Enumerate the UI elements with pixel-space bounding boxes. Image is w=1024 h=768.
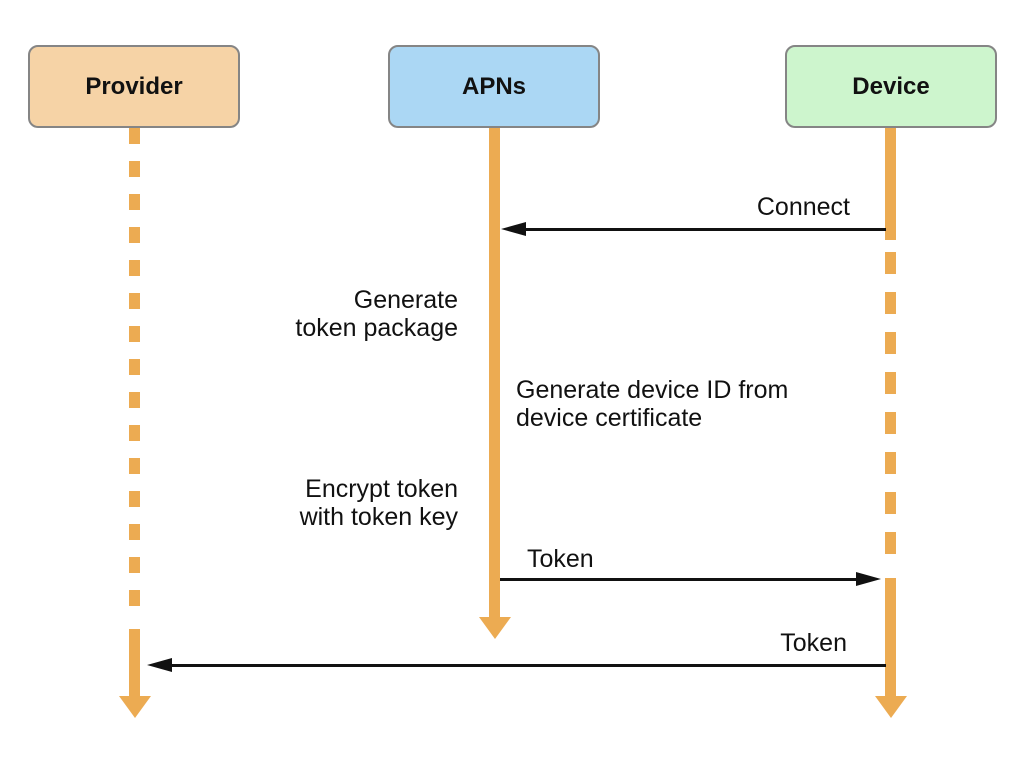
actor-apns-label: APNs (461, 72, 527, 100)
apns-lifeline (489, 128, 500, 618)
actor-device: Device (785, 45, 997, 128)
provider-lifeline-arrow-icon (119, 696, 151, 718)
message-token-to-provider-label: Token (780, 629, 847, 657)
device-lifeline-arrow-icon (875, 696, 907, 718)
message-token-to-device-line (500, 578, 857, 581)
apns-lifeline-arrow-icon (479, 617, 511, 639)
device-lifeline-dashed (885, 252, 896, 572)
message-token-to-provider-line (171, 664, 886, 667)
message-connect-arrowhead-icon (501, 222, 526, 236)
provider-lifeline-tail (129, 629, 140, 697)
device-lifeline-top (885, 128, 896, 240)
actor-provider-label: Provider (85, 72, 183, 100)
message-token-to-device-label: Token (527, 545, 594, 573)
device-lifeline-bottom (885, 578, 896, 697)
actor-provider: Provider (28, 45, 240, 128)
message-connect-label: Connect (756, 193, 850, 221)
message-connect-line (524, 228, 886, 231)
note-encrypt-token: Encrypt token with token key (299, 475, 458, 531)
actor-apns: APNs (388, 45, 600, 128)
message-token-to-device-arrowhead-icon (856, 572, 881, 586)
provider-lifeline-dashed (129, 128, 140, 616)
message-token-to-provider-arrowhead-icon (147, 658, 172, 672)
note-generate-device-id: Generate device ID from device certifica… (516, 376, 789, 432)
actor-device-label: Device (852, 72, 930, 100)
note-generate-token-package: Generate token package (295, 286, 458, 342)
